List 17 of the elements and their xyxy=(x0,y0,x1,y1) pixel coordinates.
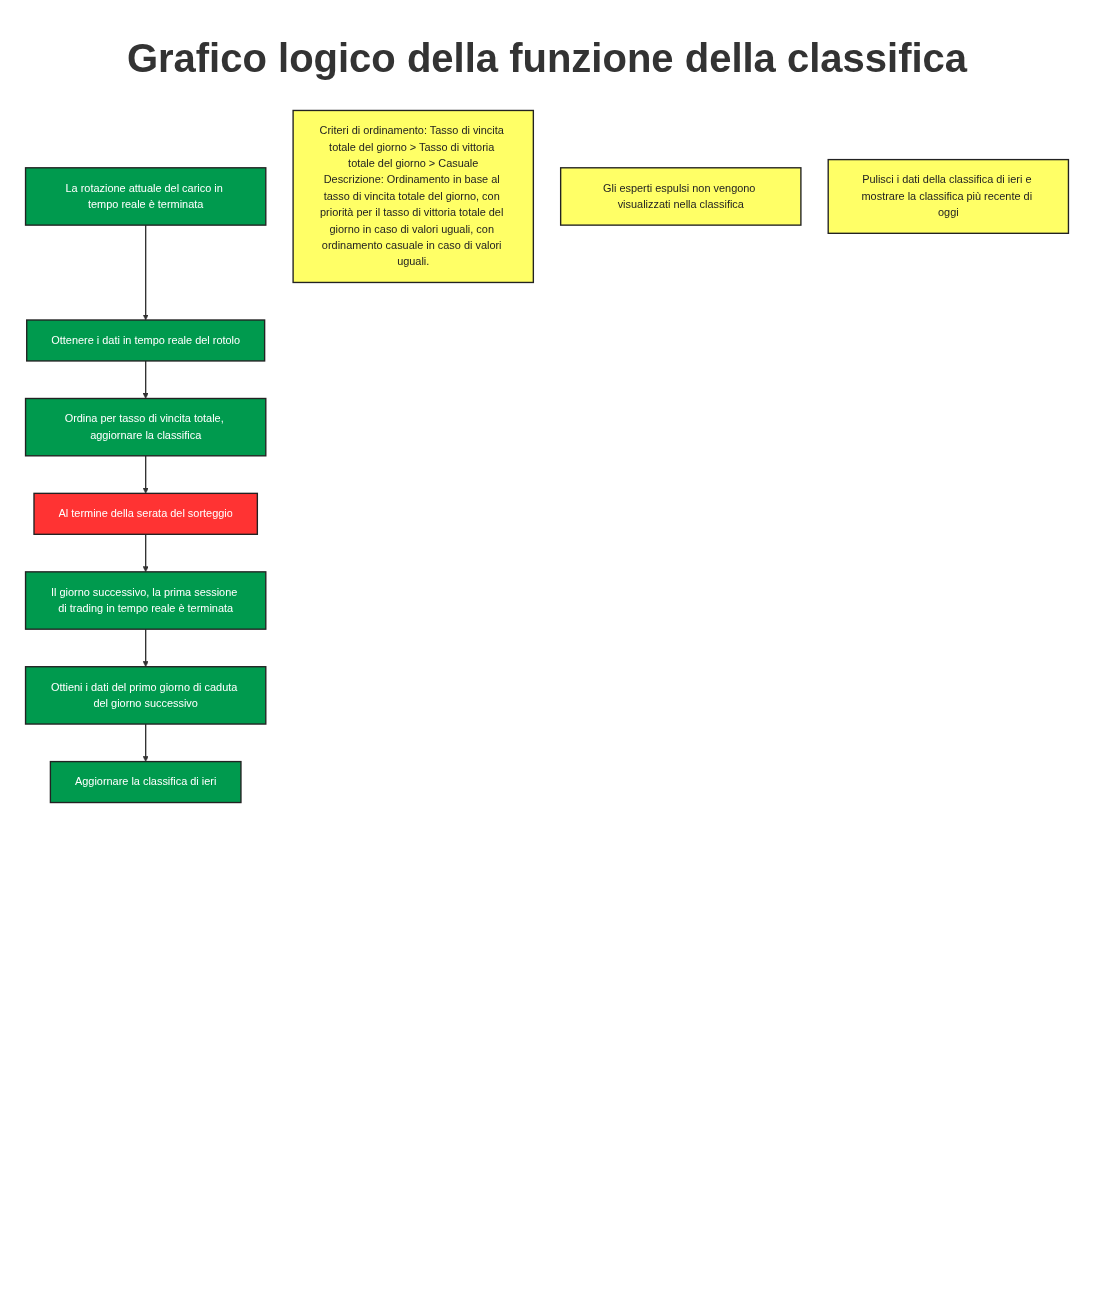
arrow xyxy=(142,723,149,762)
node-box: Ottieni i dati del primo giorno di caduta del giorno successivo xyxy=(24,666,267,725)
diagram-title: Grafico logico della funzione della classifica xyxy=(126,36,968,81)
node-box: Aggiornare la classifica di ieri xyxy=(49,760,242,804)
node-box: Al termine della serata del sorteggio xyxy=(33,492,259,535)
node-box: Il giorno successivo, la prima sessione di trading in tempo reale è terminata xyxy=(24,571,267,630)
arrow xyxy=(142,224,149,321)
arrow xyxy=(142,533,149,573)
arrow xyxy=(142,455,149,494)
node-box: Criteri di ordinamento: Tasso di vincita totale del giorno > Tasso di vittoria totale del giorno > Casuale Descrizione: Ordinamento in base al tasso di vincita totale del giorno, con priorità per il tasso di vittoria totale del giorno in caso di valori uguali, con ordinamento casuale in caso di valori uguali. xyxy=(292,109,535,284)
node-box: Gli esperti espulsi non vengono visualizzati nella classifica xyxy=(559,167,802,226)
arrow xyxy=(142,360,149,399)
node-box: La rotazione attuale del carico in tempo reale è terminata xyxy=(24,167,267,226)
node-box: Ottenere i dati in tempo reale del rotolo xyxy=(26,319,266,362)
node-box: Pulisci i dati della classifica di ieri e mostrare la classifica più recente di oggi xyxy=(827,158,1070,234)
arrow xyxy=(142,628,149,667)
node-box: Ordina per tasso di vincita totale, aggiornare la classifica xyxy=(24,397,267,457)
